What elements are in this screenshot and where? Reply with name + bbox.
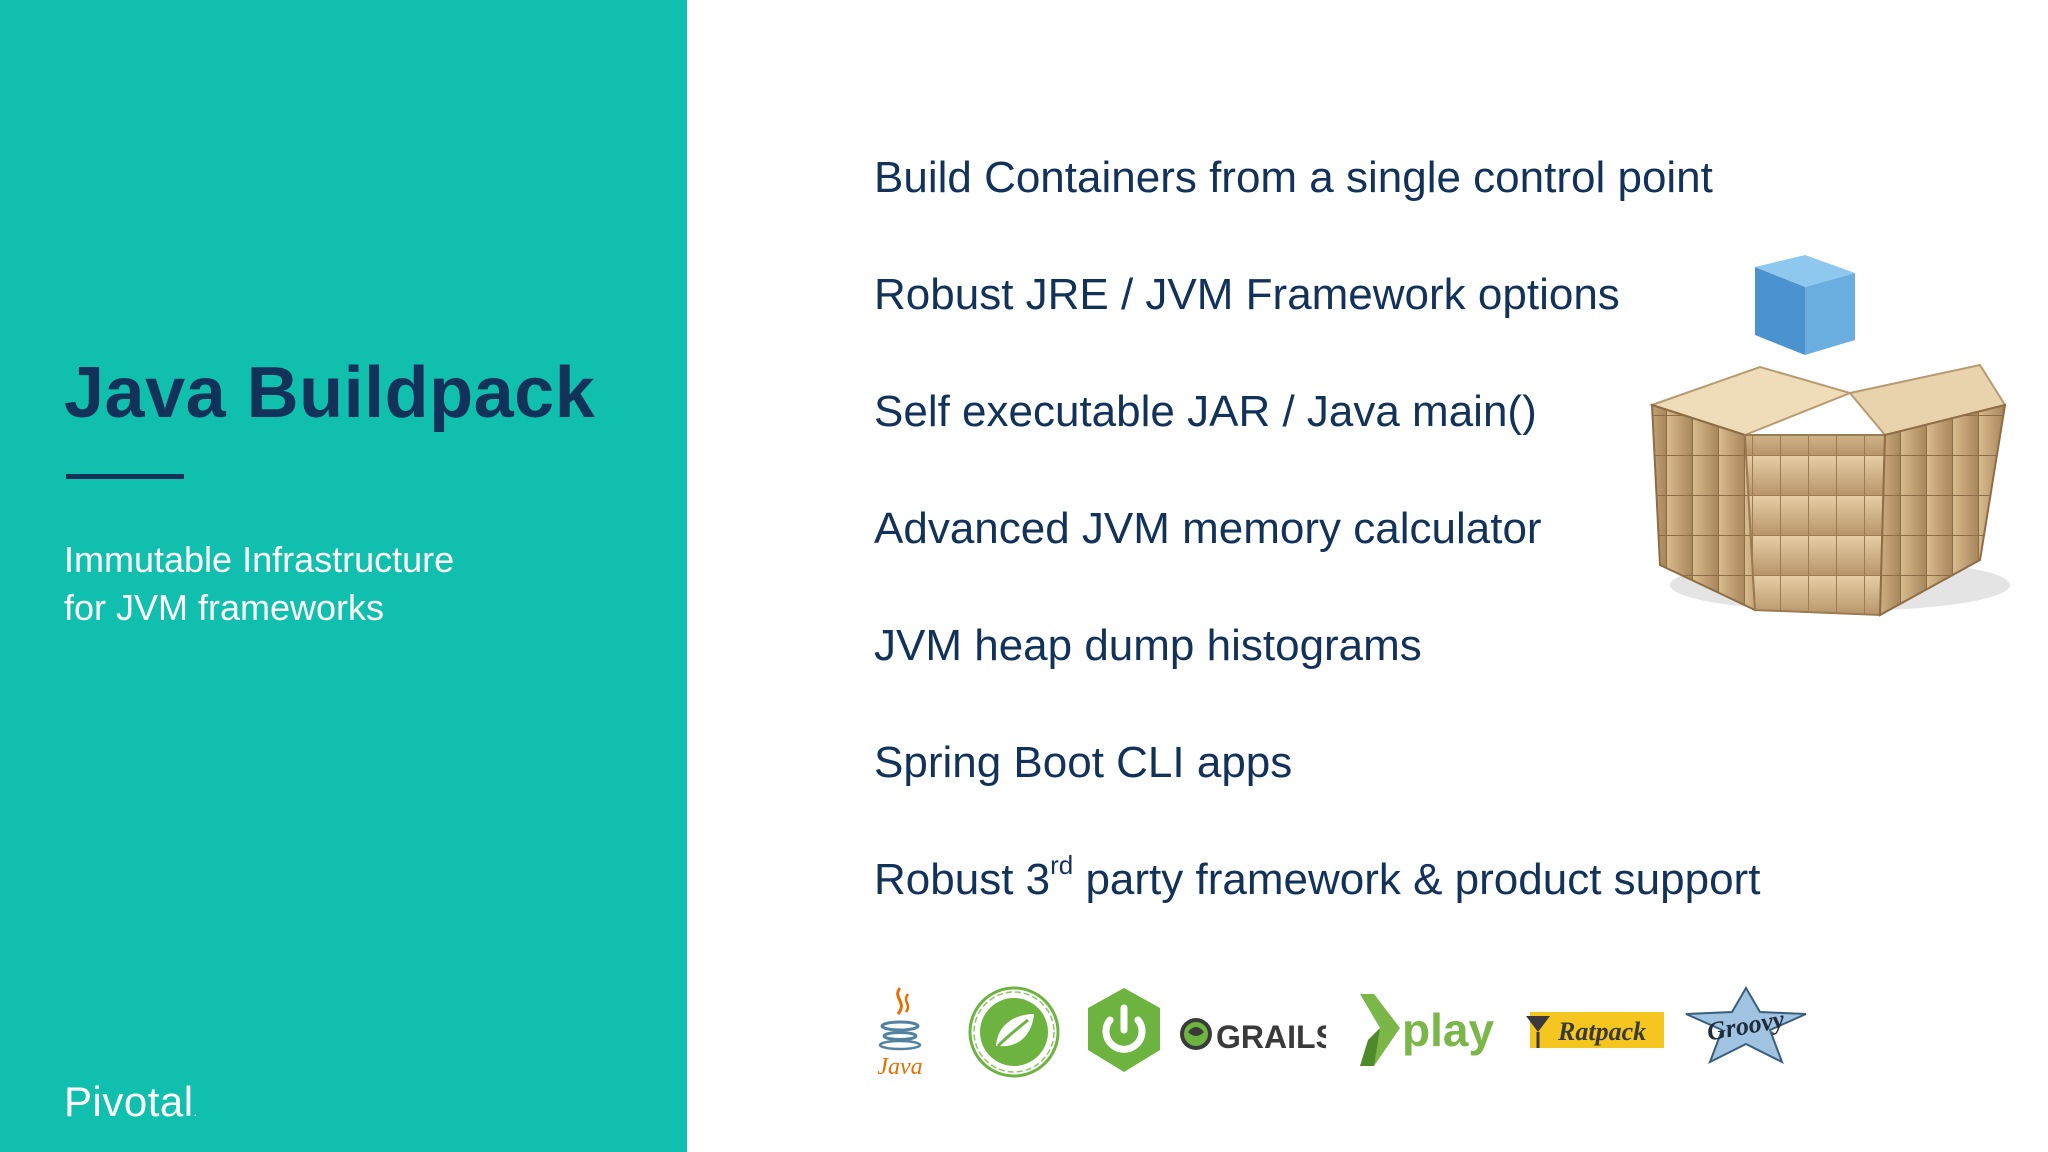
feature-item-third-party: Robust 3rd party framework & product sup… <box>874 848 1874 965</box>
brand-name: Pivotal <box>64 1078 194 1125</box>
feature-item: Build Containers from a single control p… <box>874 153 1713 202</box>
groovy-logo-icon: Groovy <box>1685 986 1807 1065</box>
title-panel: Java Buildpack Immutable Infrastructure … <box>0 0 687 1152</box>
cube-stack-icon <box>1648 255 2010 617</box>
grails-logo-text: GRAILS <box>1216 1019 1326 1055</box>
ratpack-logo-icon: Ratpack <box>1526 1012 1664 1048</box>
feature-item: JVM heap dump histograms <box>874 621 1422 670</box>
feature-item: Self executable JAR / Java main() <box>874 387 1537 436</box>
subtitle-line-1: Immutable Infrastructure <box>64 539 455 580</box>
spring-logo-icon <box>968 986 1060 1078</box>
feature-text-start: Robust 3 <box>874 855 1051 904</box>
brand-mark: . <box>193 1105 198 1119</box>
title-divider <box>66 474 184 479</box>
play-logo-text: play <box>1402 1004 1494 1056</box>
java-logo-text: Java <box>877 1054 922 1080</box>
play-logo-icon: play <box>1360 994 1494 1066</box>
feature-item: Robust JRE / JVM Framework options <box>874 270 1620 319</box>
grails-logo-icon: GRAILS <box>1180 1018 1326 1055</box>
spring-boot-logo-icon <box>1088 988 1160 1072</box>
feature-list: Build Containers from a single control p… <box>874 146 1874 965</box>
framework-logos: Java GRAILS play Ratpack Groovy <box>870 980 1810 1080</box>
slide-subtitle: Immutable Infrastructure for JVM framewo… <box>64 536 454 632</box>
subtitle-line-2: for JVM frameworks <box>64 587 385 628</box>
slide-title: Java Buildpack <box>64 353 596 433</box>
feature-item: Spring Boot CLI apps <box>874 738 1293 787</box>
feature-text-end: party framework & product support <box>1073 855 1761 904</box>
feature-item: Advanced JVM memory calculator <box>874 504 1542 553</box>
ordinal-suffix: rd <box>1050 850 1074 880</box>
ratpack-logo-text: Ratpack <box>1557 1017 1646 1046</box>
java-logo-icon: Java <box>877 987 923 1080</box>
pivotal-logo: Pivotal. <box>64 1078 197 1126</box>
